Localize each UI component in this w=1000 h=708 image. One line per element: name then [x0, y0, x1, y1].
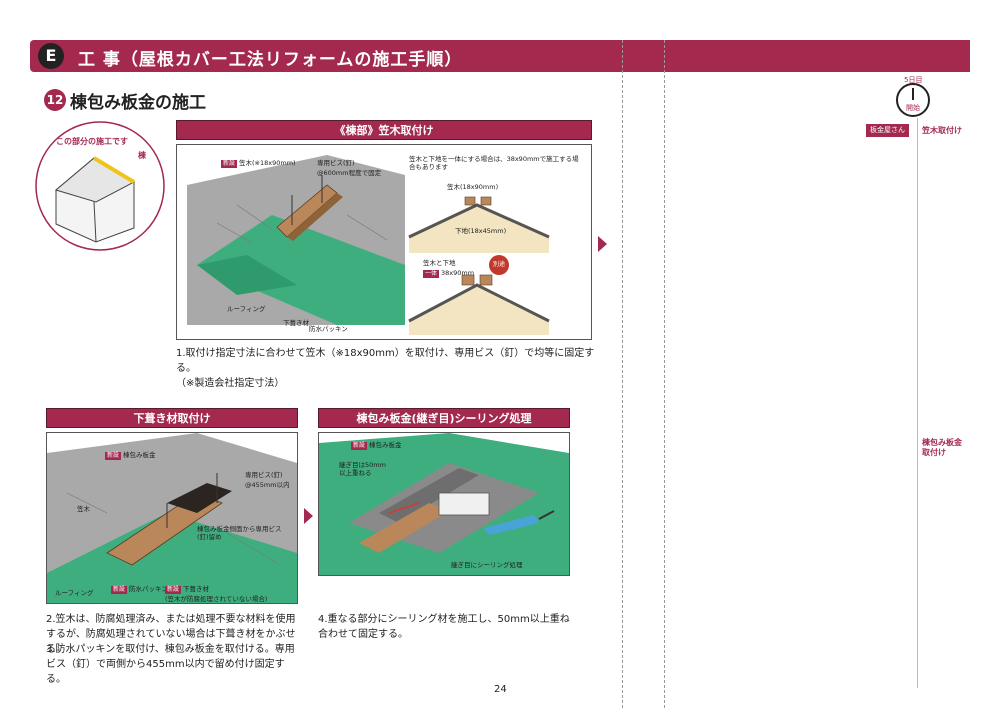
instruction-3: 3.防水パッキンを取付け、棟包み板金を取付ける。専用ビス（釘）で両側から455m… — [46, 644, 295, 685]
br-callout-tag: 新設 — [351, 442, 368, 450]
top-badge: 別途 — [489, 255, 509, 275]
instruction-2: 2.笠木は、防腐処理済み、または処理不要な材料を使用するが、防腐処理されていない… — [46, 614, 296, 655]
top-callout-roofing: ルーフィング — [227, 305, 266, 313]
worker-tag: 板金屋さん — [866, 124, 909, 137]
br-callout-munezutsumi: 新設棟包み板金 — [351, 441, 402, 450]
instruction-4: 4.重なる部分にシーリング材を施工し、50mm以上重ね合わせて固定する。 — [318, 614, 570, 640]
br-callout-munezutsumi-text: 棟包み板金 — [369, 441, 402, 449]
bl-callout-packing: 新設防水パッキン — [111, 585, 168, 594]
schedule-label-2: 棟包み板金 取付け — [922, 438, 962, 457]
top-callout-screw-spacing: @600mm程度で固定 — [317, 169, 382, 177]
fukishita-install-illustration — [47, 433, 297, 603]
section-badge: E — [38, 43, 64, 69]
bl-callout-munezutsumi: 新設棟包み板金 — [105, 451, 156, 460]
bl-callout-tag2: 新設 — [111, 586, 128, 594]
arrow-bottom-middle — [304, 508, 313, 524]
bl-callout-side-screw: 棟包み板金側面から専用ビス(釘)留め — [197, 525, 282, 541]
top-callout-kasagi-shitaji: 笠木と下地 — [423, 259, 456, 267]
br-callout-overlap: 継ぎ目は50mm以上重ねる — [339, 461, 386, 477]
bl-callout-kasagi: 笠木 — [77, 505, 90, 513]
house-callout-label: 棟 — [138, 151, 146, 160]
top-callout-kasagi-text: 笠木(※18x90mm) — [239, 159, 296, 167]
top-callout-packing: 防水パッキン — [309, 325, 348, 333]
bl-callout-tag3: 新設 — [165, 586, 182, 594]
schedule-label-1: 笠木取付け — [922, 126, 962, 135]
bl-callout-munezutsumi-text: 棟包み板金 — [123, 451, 156, 459]
panel-bottom-right-figure: 新設棟包み板金 継ぎ目は50mm以上重ねる 継ぎ目にシーリング処理 — [318, 432, 570, 576]
top-callout-size38-text: 38x90mm — [441, 269, 475, 277]
top-callout-tag: 新設 — [221, 160, 238, 168]
top-callout-shitaji: 下地(18x45mm) — [455, 227, 507, 235]
clock-day-label: 5日目 — [904, 76, 923, 84]
house-callout-text: この部分の施工です — [56, 137, 128, 146]
bl-callout-fukishita: 新設下葺き材 — [165, 585, 209, 594]
top-callout-ittai: 一体 — [423, 270, 440, 278]
bl-callout-roofing: ルーフィング — [55, 589, 94, 597]
column-divider — [622, 40, 623, 708]
panel-top-title: 《棟部》笠木取付け — [176, 120, 592, 140]
bl-callout-screw-spacing: @455mm以内 — [245, 481, 290, 489]
clock-start-label: 開始 — [906, 104, 920, 112]
bl-callout-screw: 専用ビス(釘) — [245, 471, 283, 479]
top-callout-kasagi: 新設笠木(※18x90mm) — [221, 159, 296, 168]
step-title: 棟包み板金の施工 — [70, 92, 206, 113]
panel-top-figure: 新設笠木(※18x90mm) 専用ビス(釘) @600mm程度で固定 ルーフィン… — [176, 144, 592, 340]
panel-bottom-right-title: 棟包み板金(継ぎ目)シーリング処理 — [318, 408, 570, 428]
panel-bottom-left-figure: 新設棟包み板金 専用ビス(釘) @455mm以内 笠木 棟包み板金側面から専用ビ… — [46, 432, 298, 604]
bl-callout-tag1: 新設 — [105, 452, 122, 460]
column-divider-2 — [664, 40, 665, 708]
schedule-line — [917, 118, 918, 688]
bl-callout-fukishita-text: 下葺き材 — [183, 585, 210, 593]
instruction-1: 1.取付け指定寸法に合わせて笠木（※18x90mm）を取付け、専用ビス（釘）で均… — [176, 348, 595, 389]
page-number: 24 — [494, 684, 507, 695]
arrow-right-top — [598, 236, 607, 252]
panel-bottom-left-title: 下葺き材取付け — [46, 408, 298, 428]
clock-icon — [896, 83, 930, 117]
sealing-illustration — [319, 433, 569, 575]
step-number: 12 — [44, 89, 66, 111]
top-callout-fukishitazai: 下葺き材 — [283, 319, 309, 327]
step-heading: 12 棟包み板金の施工 — [44, 88, 206, 113]
br-callout-sealing: 継ぎ目にシーリング処理 — [451, 561, 523, 569]
section-header: E 工 事（屋根カバー工法リフォームの施工手順） — [30, 40, 970, 72]
top-callout-kasagi2: 笠木(18x90mm) — [447, 183, 499, 191]
top-callout-note-right: 笠木と下地を一体にする場合は、38x90mmで施工する場合もあります — [409, 155, 579, 171]
bl-callout-fukishita-note: (笠木が防腐処理されていない場合) — [165, 595, 268, 603]
top-callout-screw: 専用ビス(釘) — [317, 159, 355, 167]
kasagi-install-illustration — [187, 155, 550, 335]
section-title: 工 事（屋根カバー工法リフォームの施工手順） — [78, 50, 463, 70]
bl-callout-packing-text: 防水パッキン — [129, 585, 168, 593]
house-callout-illustration — [35, 121, 165, 251]
